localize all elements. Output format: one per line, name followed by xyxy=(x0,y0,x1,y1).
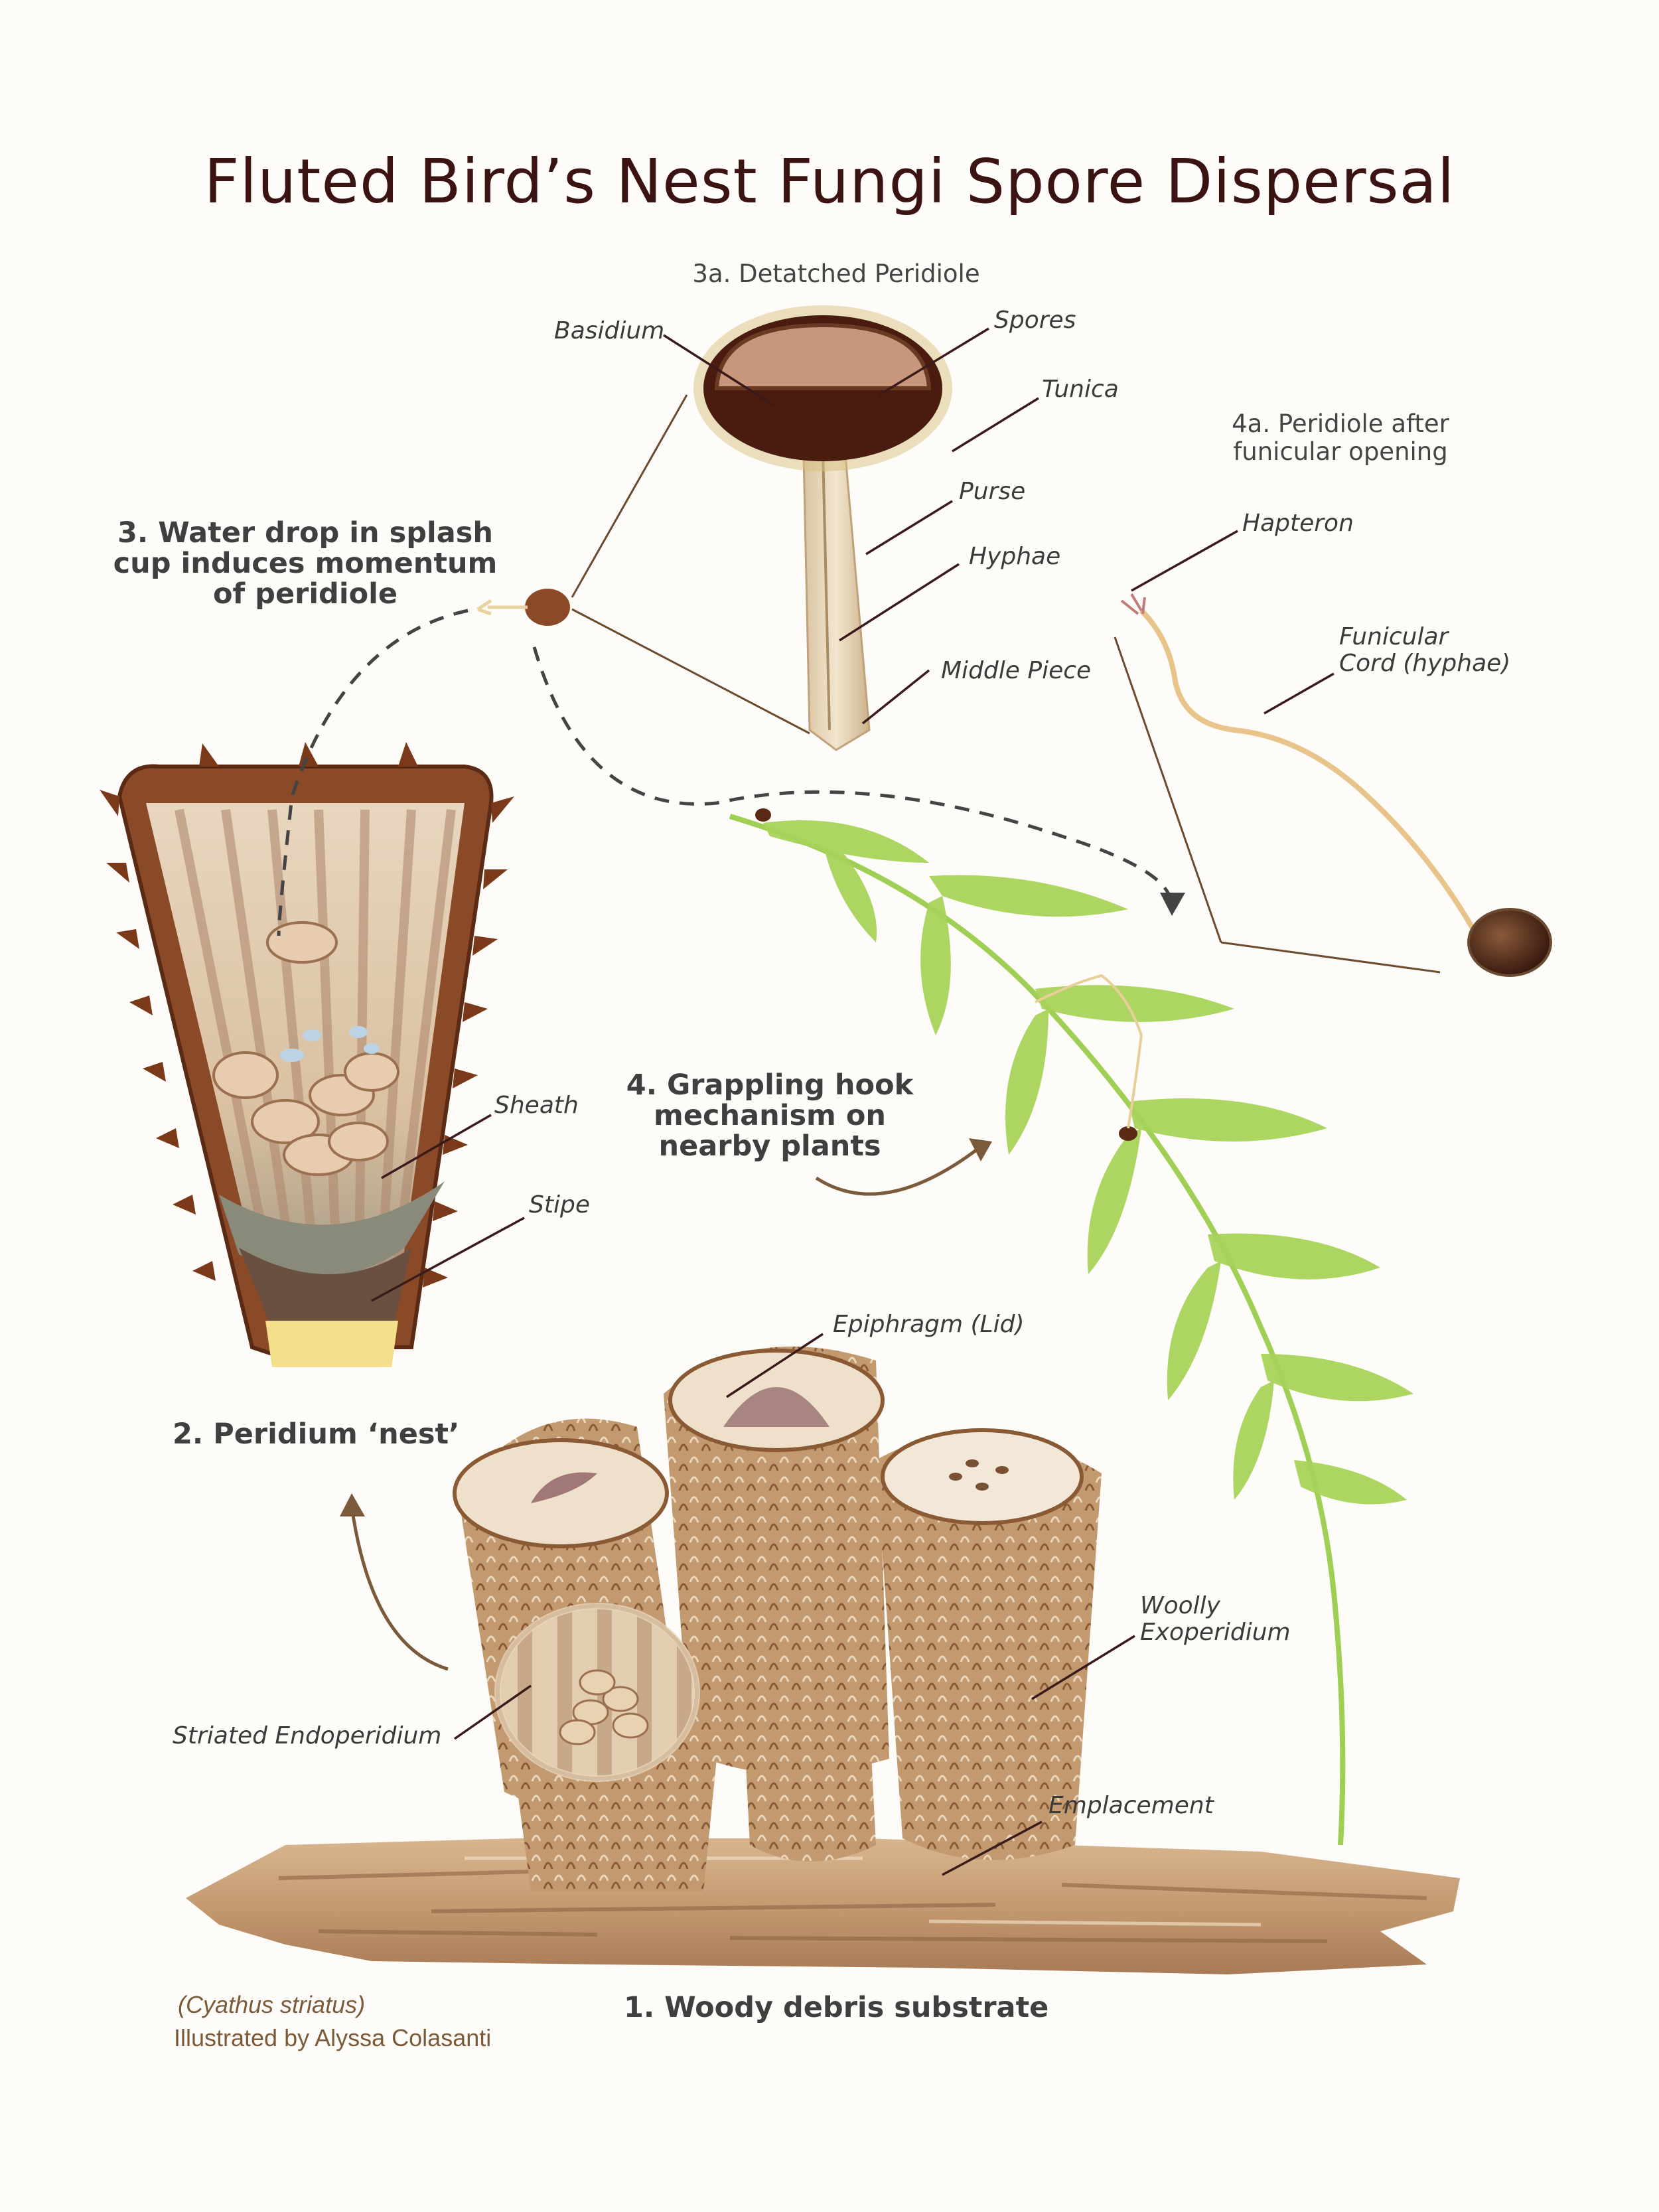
label-emplacement: Emplacement xyxy=(1048,1792,1214,1819)
step-4-line-1: 4. Grappling hook xyxy=(626,1069,914,1102)
label-middle-piece: Middle Piece xyxy=(941,657,1092,684)
section-4a-line-1: 4a. Peridiole after xyxy=(1232,409,1449,438)
label-striated-endoperidium: Striated Endoperidium xyxy=(173,1722,442,1749)
label-tunica: Tunica xyxy=(1042,376,1119,403)
section-4a-heading: 4a. Peridiole after funicular opening xyxy=(1168,410,1513,466)
step-4-line-2: mechanism on xyxy=(654,1099,886,1132)
process-arrows xyxy=(350,1147,980,1671)
label-epiphragm: Epiphragm (Lid) xyxy=(833,1311,1025,1338)
label-woolly-exoperidium: Woolly Exoperidium xyxy=(1140,1593,1291,1646)
detached-peridiole xyxy=(693,305,952,751)
label-woolly-line-1: Woolly xyxy=(1140,1592,1220,1619)
section-3a-heading: 3a. Detatched Peridiole xyxy=(692,259,980,288)
peridium-nest-section xyxy=(100,742,514,1367)
fungus-cluster xyxy=(453,1346,1102,1891)
label-funicular-line-1: Funicular xyxy=(1339,623,1449,650)
label-hapteron: Hapteron xyxy=(1242,510,1354,537)
opened-peridiole xyxy=(476,589,1552,977)
step-3-line-1: 3. Water drop in splash xyxy=(117,516,493,550)
step-3-line-3: of peridiole xyxy=(212,577,398,611)
fern-frond xyxy=(729,808,1413,1846)
step-1-caption: 1. Woody debris substrate xyxy=(624,1991,1049,2024)
illustrator-credit: Illustrated by Alyssa Colasanti xyxy=(174,2024,492,2051)
label-hyphae: Hyphae xyxy=(969,543,1061,570)
label-purse: Purse xyxy=(959,478,1026,505)
section-4a-line-2: funicular opening xyxy=(1233,437,1448,466)
label-stipe: Stipe xyxy=(529,1191,590,1218)
trajectory-arrowhead xyxy=(1160,893,1185,916)
label-funicular-cord: Funicular Cord (hyphae) xyxy=(1339,624,1510,677)
species-name: (Cyathus striatus) xyxy=(178,1991,366,2018)
arrow-head-2 xyxy=(340,1493,365,1516)
step-2-caption: 2. Peridium ‘nest’ xyxy=(173,1418,460,1451)
label-funicular-line-2: Cord (hyphae) xyxy=(1339,650,1511,677)
label-woolly-line-2: Exoperidium xyxy=(1140,1619,1291,1646)
label-spores: Spores xyxy=(994,307,1076,334)
step-3-caption: 3. Water drop in splash cup induces mome… xyxy=(93,518,518,609)
page-title: Fluted Bird’s Nest Fungi Spore Dispersal xyxy=(204,146,1455,217)
leader-lines xyxy=(371,327,1334,1876)
trajectory-arrows xyxy=(277,609,1173,936)
arrow-head-4 xyxy=(969,1138,992,1161)
label-basidium: Basidium xyxy=(554,317,665,344)
zoom-connectors xyxy=(571,394,1441,974)
step-4-caption: 4. Grappling hook mechanism on nearby pl… xyxy=(584,1070,956,1161)
woody-debris-log xyxy=(186,1838,1460,1974)
label-sheath: Sheath xyxy=(494,1092,579,1119)
step-3-line-2: cup induces momentum xyxy=(113,547,498,580)
step-4-line-3: nearby plants xyxy=(658,1130,881,1163)
